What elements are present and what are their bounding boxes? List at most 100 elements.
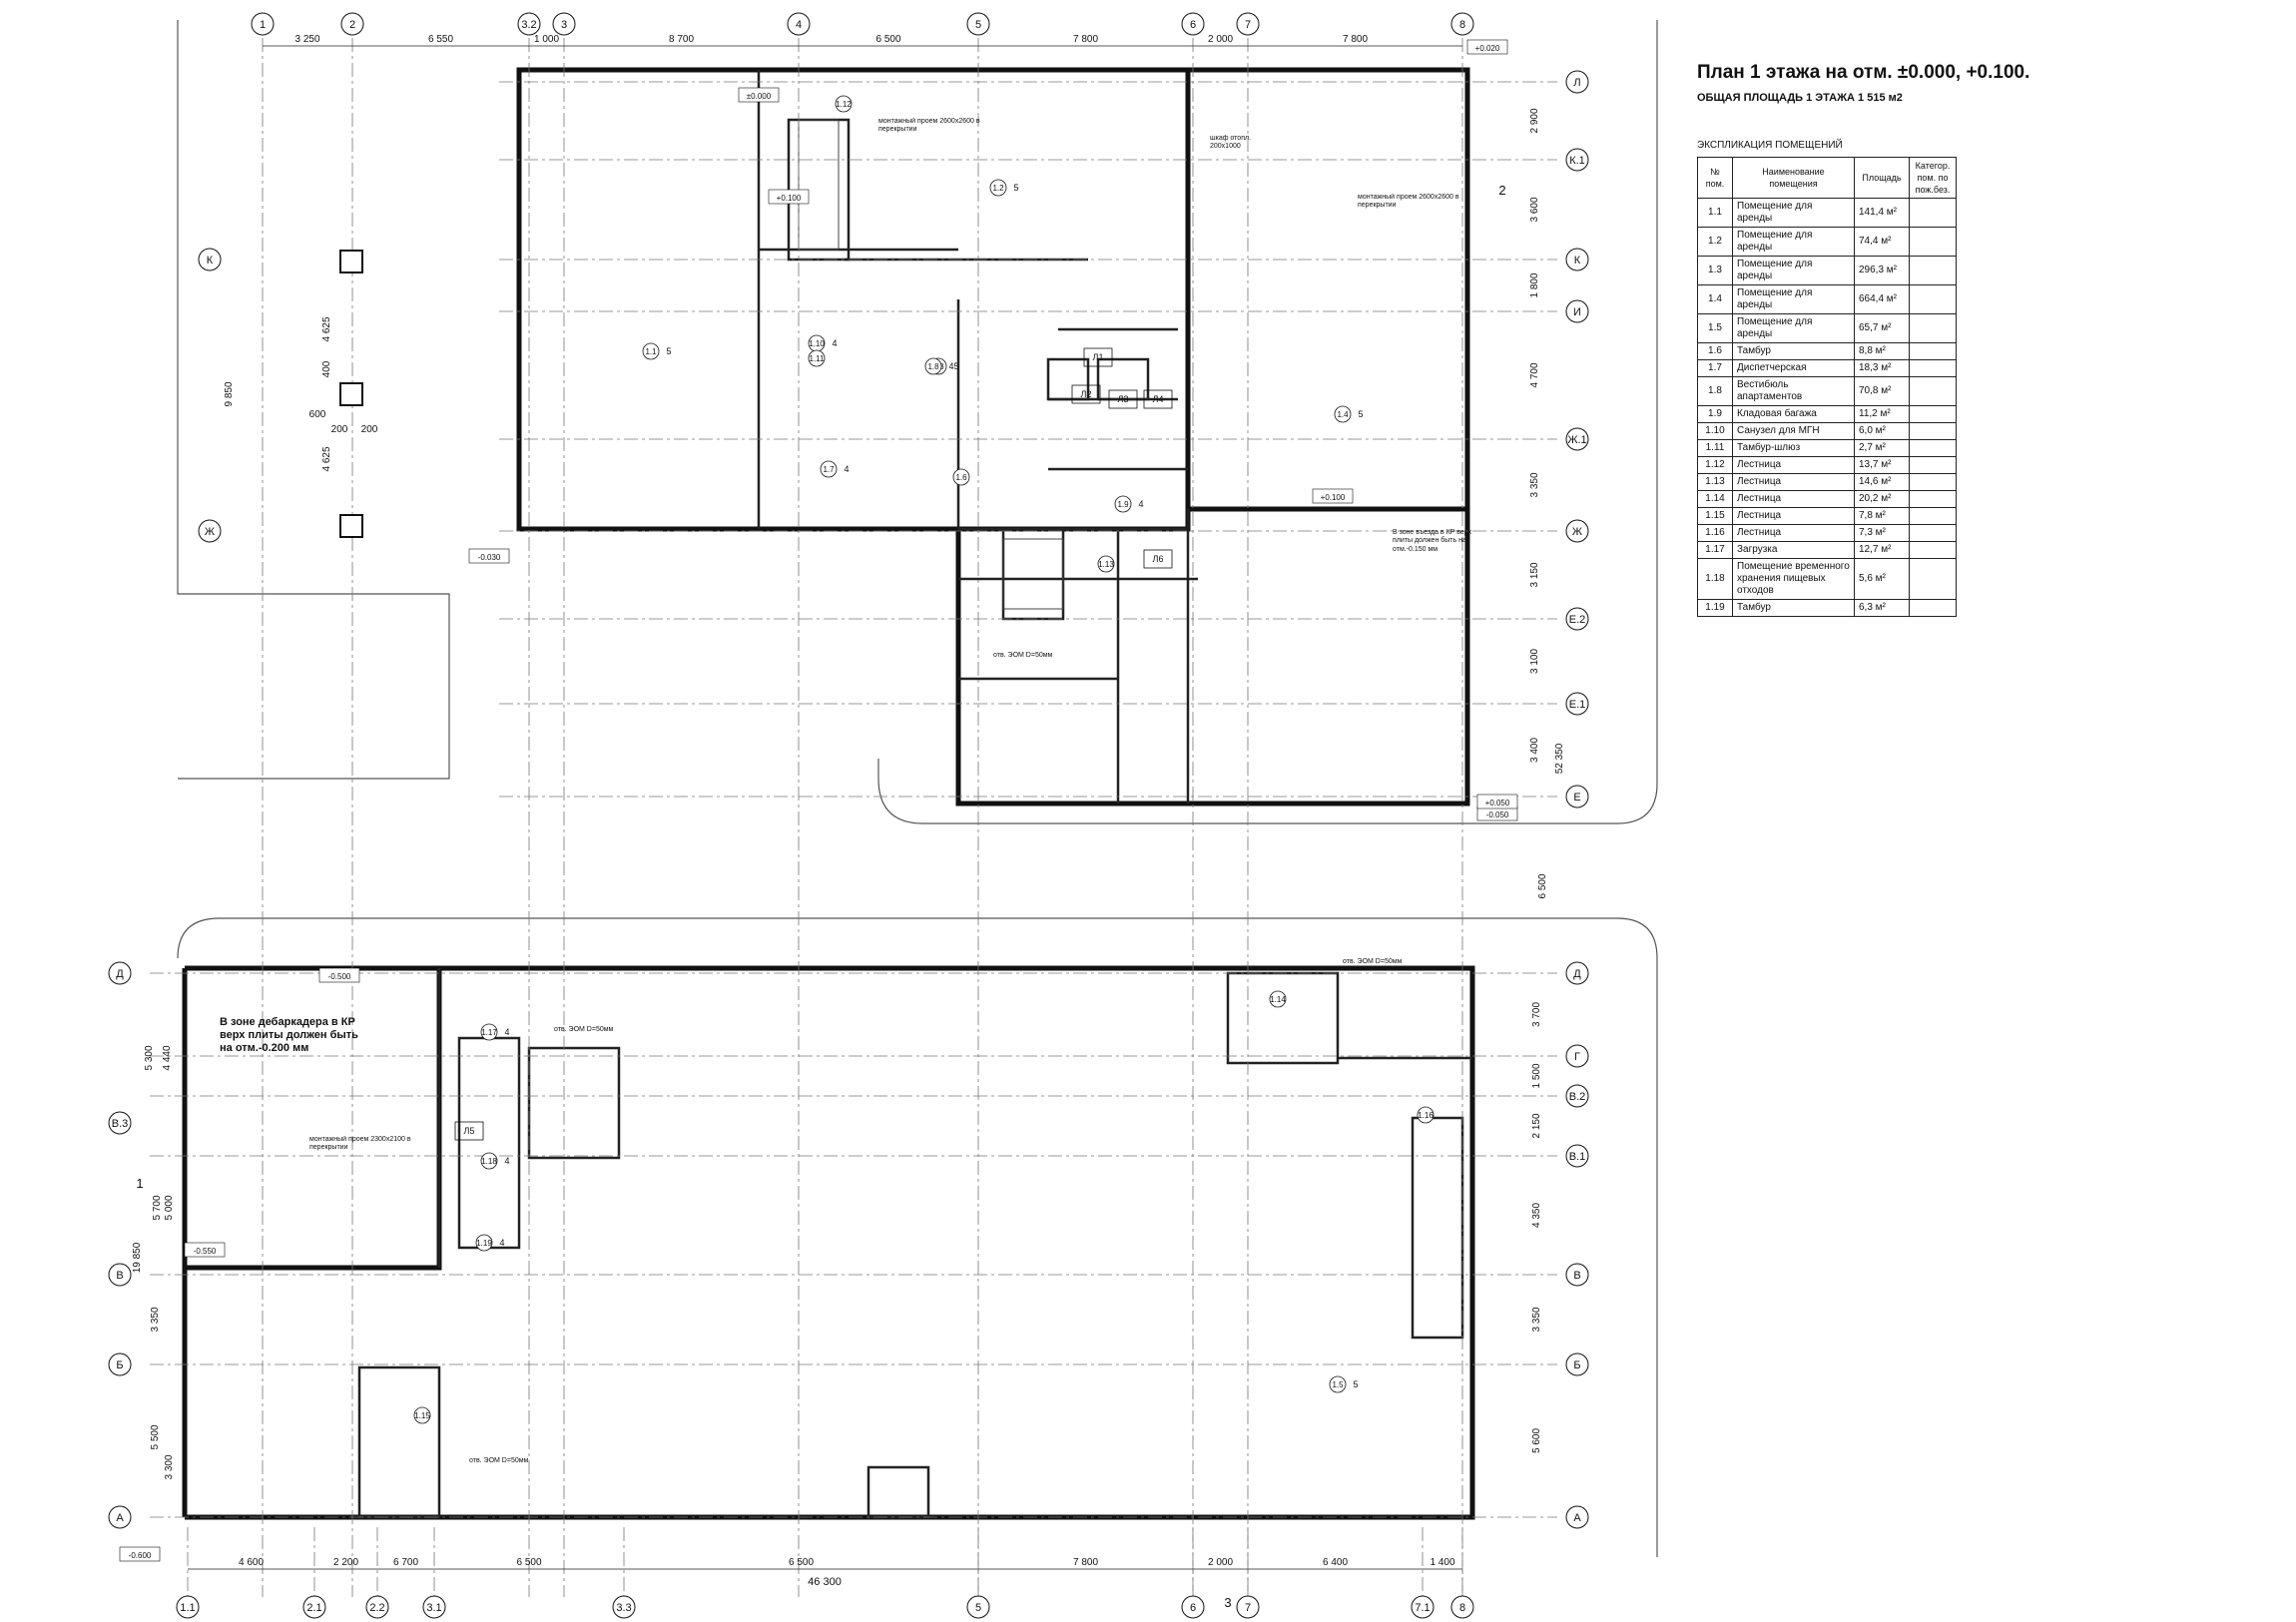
axis-right-И: И [1573,306,1581,318]
cell-num: 1.5 [1697,313,1733,343]
room-tag-circle [1329,1375,1347,1393]
level-box [1466,39,1508,55]
room-tag-1.9: 1.9 [1117,500,1129,509]
axis-right-lower-В.1-circle [1565,1144,1589,1168]
cell-area: 18,3 м² [1854,359,1910,377]
note-zem_3: отв. ЭОМ D=50мм [1343,958,1402,965]
room-tag-circle [480,1152,498,1170]
axis-left-Ж-circle [198,519,222,543]
level-mark-lvl_m: -0.500 [328,972,351,981]
dimension-top-2: 1 000 [534,34,559,45]
dimension-left-5: 200 [331,424,348,435]
lift-tag-Л6: Л6 [1153,554,1164,564]
cell-cat [1909,342,1957,360]
room-tag-circle [989,179,1007,197]
axis-top-3.2-circle [517,12,541,36]
cell-cat [1909,490,1957,508]
cell-num: 1.12 [1697,456,1733,474]
axis-top-3: 3 [561,19,567,31]
cell-num: 1.19 [1697,599,1733,617]
level-box [738,87,780,103]
axis-top-1-circle [251,12,275,36]
cell-name: Тамбур-шлюз [1732,439,1855,457]
cell-area: 8,8 м² [1854,342,1910,360]
cell-cat [1909,359,1957,377]
dimension-left-2: 600 [309,409,326,420]
column-0 [339,250,363,273]
cell-name: Помещение временного хранения пищевых от… [1732,558,1855,600]
cell-cat [1909,313,1957,343]
level-box [468,548,510,564]
axis-right-И-circle [1565,299,1589,323]
dimension-bottom-3: 6 500 [516,1557,541,1568]
room-category-1.4: 5 [1358,409,1363,419]
site-boundary-upper [177,20,450,780]
dimension-left-lower-3: 5 000 [164,1195,175,1220]
cell-num: 1.13 [1697,473,1733,491]
axis-right-Е-circle [1565,785,1589,809]
level-mark-lvl_d: -0.030 [478,553,501,562]
note-cabinet: шкаф отопл. 200х1000 [1210,135,1252,151]
dimension-bottom-5: 7 800 [1073,1557,1098,1568]
axis-bottom-3.1: 3.1 [426,1602,441,1614]
cell-num: 1.10 [1697,422,1733,440]
axis-top-7-circle [1236,12,1260,36]
upper-stairs [798,119,1064,610]
dimension-right-lower-4: 3 350 [1531,1307,1542,1332]
cell-area: 13,7 м² [1854,456,1910,474]
note-text-cabinet: шкаф отопл. 200х1000 [1210,135,1252,151]
level-mark-lvl_zero: ±0.000 [747,92,772,101]
axis-bottom-7.1-circle [1411,1595,1435,1619]
cell-num: 1.4 [1697,284,1733,314]
dimension-top-6: 2 000 [1208,34,1233,45]
cell-cat [1909,422,1957,440]
axis-right-lower-А-circle [1565,1505,1589,1529]
lift-shaft [1108,389,1138,409]
note-zem_1: отв. ЭОМ D=50мм [993,652,1053,659]
axis-right-Е.1-circle [1565,692,1589,716]
cell-name: Лестница [1732,490,1855,508]
cell-num: 1.17 [1697,541,1733,559]
column-2 [339,514,363,538]
room-category-1.7: 4 [844,464,849,474]
cell-area: 20,2 м² [1854,490,1910,508]
dimension-bottom-4: 6 500 [789,1557,814,1568]
axis-top-5-circle [966,12,990,36]
cell-num: 1.15 [1697,507,1733,525]
axis-right-К-circle [1565,248,1589,271]
dimension-bottom-7: 6 400 [1323,1557,1348,1568]
note-text-zem_1: отв. ЭОМ D=50мм [993,652,1053,659]
axis-bottom-3.3-circle [612,1595,636,1619]
cell-area: 11,2 м² [1854,405,1910,423]
cell-name: Санузел для МГН [1732,422,1855,440]
site-boundary-lower [177,917,1658,1557]
drawing-title: План 1 этажа на отм. ±0.000, +0.100. [1697,62,2030,83]
axis-top-2: 2 [349,19,355,31]
cell-cat [1909,524,1957,542]
axis-bottom-6-circle [1181,1595,1205,1619]
cell-cat [1909,256,1957,285]
dimension-left-1: 400 [321,360,332,377]
dimension-bottom-8: 1 400 [1430,1557,1454,1568]
axis-left-lower-В-circle [108,1263,132,1287]
axis-top-7: 7 [1245,19,1251,31]
axis-bottom-2.2: 2.2 [369,1602,384,1614]
room-tag-circle [952,468,970,486]
dimension-top-1: 6 550 [428,34,453,45]
axis-right-lower-В-circle [1565,1263,1589,1287]
axis-left-К: К [207,255,214,267]
dimension-left-0: 4 625 [321,316,332,341]
axis-right-Ж-circle [1565,519,1589,543]
cell-area: 70,8 м² [1854,376,1910,406]
dimension-right-gap: 6 500 [1537,873,1548,898]
dimension-right-2: 1 800 [1529,272,1540,297]
cell-area: 6,0 м² [1854,422,1910,440]
cell-name: Помещение для аренды [1732,313,1855,343]
room-tag-circle [1269,990,1287,1008]
